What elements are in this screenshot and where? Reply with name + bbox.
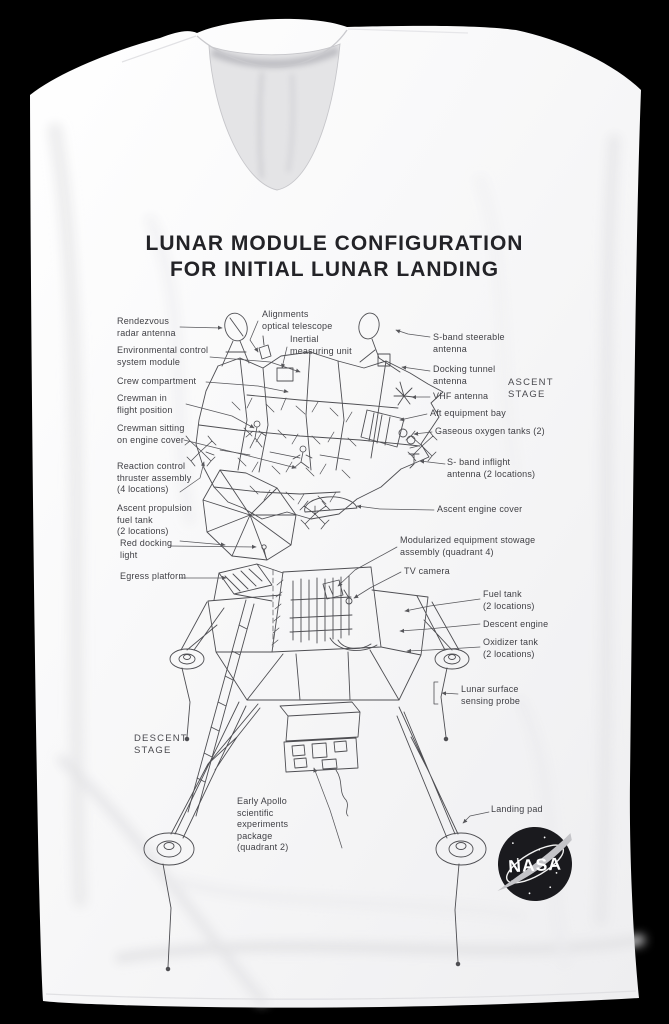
leg-front-right <box>396 706 487 967</box>
shoulder-seam-left <box>121 35 197 63</box>
tshirt-body <box>30 18 645 1008</box>
rcs-clusters <box>184 430 438 530</box>
engine-bell <box>329 637 378 651</box>
leg-rear-right <box>416 595 470 742</box>
mesa-drawing <box>322 579 344 600</box>
easep-package-drawing <box>279 701 361 817</box>
nasa-logo: NASA <box>497 827 572 901</box>
leg-rear-left <box>169 601 225 742</box>
descent-stage-drawing <box>143 566 487 972</box>
crewman-figures <box>245 420 313 469</box>
ascent-engine-cover-drawing <box>304 496 358 513</box>
rendezvous-radar-dish <box>224 312 248 342</box>
ascent-stage-drawing <box>184 312 444 561</box>
oxygen-tank-2 <box>406 435 416 445</box>
shoulder-seam-right <box>347 28 469 34</box>
leg-front-left <box>143 701 261 972</box>
ascent-fuel-tank-drawing <box>202 469 297 561</box>
lm-diagram <box>143 312 490 972</box>
fabric-folds <box>48 123 645 1005</box>
s-band-dish <box>358 312 380 340</box>
descent-engine-drawing <box>289 575 353 644</box>
leader-lines <box>169 320 490 849</box>
nasa-logo-text: NASA <box>508 854 563 877</box>
docking-tunnel <box>377 353 391 367</box>
vhf-antenna-drawing <box>393 381 415 406</box>
hem-stitch <box>45 990 637 1000</box>
collar <box>121 28 469 191</box>
aft-equipment-bay-drawing <box>360 409 405 448</box>
oxygen-tank-1 <box>398 428 408 438</box>
